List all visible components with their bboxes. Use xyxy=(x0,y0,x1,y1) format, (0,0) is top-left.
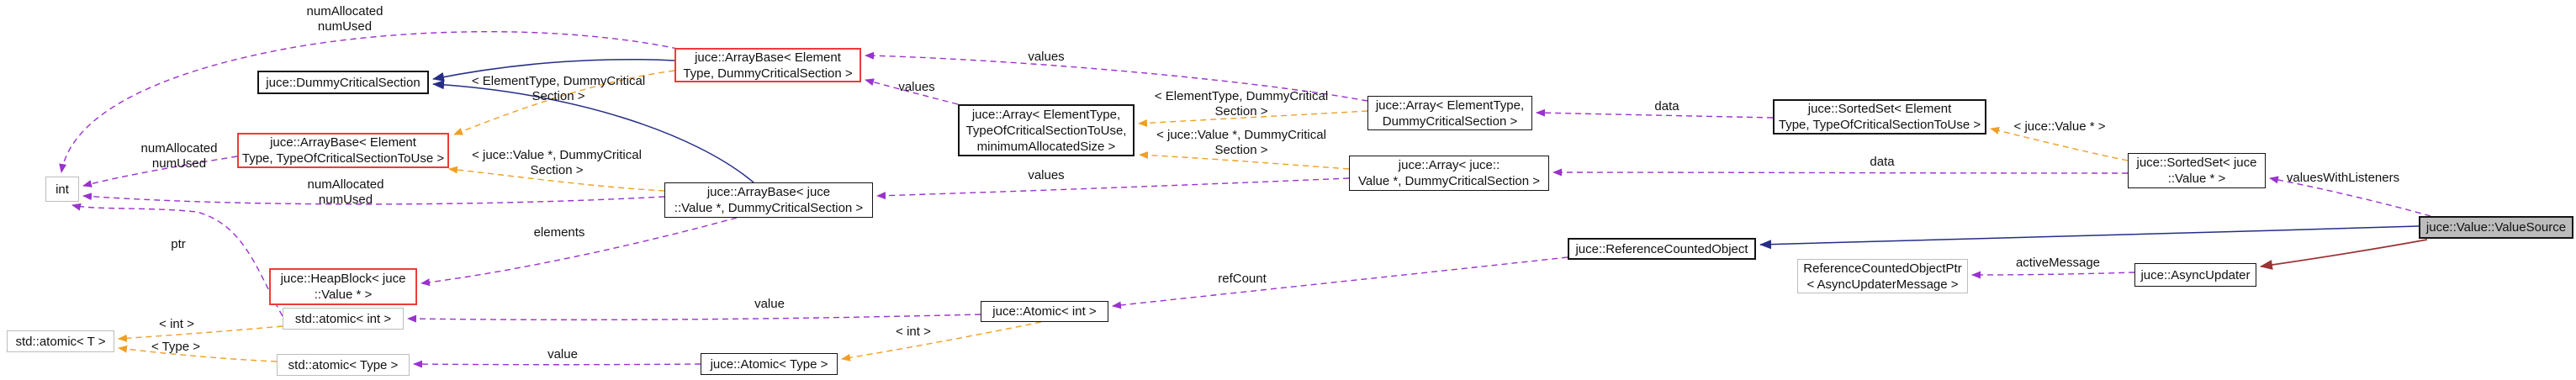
node-std-atomic-type: std::atomic< Type > xyxy=(277,354,410,376)
node-reference-counted-object-ptr[interactable]: ReferenceCountedObjectPtr < AsyncUpdater… xyxy=(1797,259,1968,293)
edge-arraybase-value-dcs--arraybase-elementtype-tocstu xyxy=(448,166,665,192)
edge-sortedset-value--sortedset-elementtype xyxy=(1990,127,2129,161)
node-array-minimumallocatedsize[interactable]: juce::Array< ElementType, TypeOfCritical… xyxy=(958,104,1135,156)
node-async-updater[interactable]: juce::AsyncUpdater xyxy=(2134,263,2256,287)
node-int: int xyxy=(45,177,79,202)
node-array-value-dcs[interactable]: juce::Array< juce:: Value *, DummyCritic… xyxy=(1349,156,1549,191)
edge-sortedset-value--array-value-dcs xyxy=(1552,168,2129,177)
edge-array-value-dcs--array-minimumallocatedsize xyxy=(1139,151,1350,170)
edge-value-valuesource--async-updater xyxy=(2260,239,2428,270)
edge-atomic-int--std-atomic-int xyxy=(407,314,981,323)
edge-arraybase-value-dcs--heapblock-value xyxy=(421,217,738,287)
node-arraybase-value-dcs[interactable]: juce::ArrayBase< juce ::Value *, DummyCr… xyxy=(664,182,873,218)
edge-atomic-type--std-atomic-type xyxy=(413,360,701,368)
node-array-elementtype-dcs[interactable]: juce::Array< ElementType, DummyCriticalS… xyxy=(1367,96,1532,130)
node-value-valuesource: juce::Value::ValueSource xyxy=(2419,216,2573,239)
node-reference-counted-object[interactable]: juce::ReferenceCountedObject xyxy=(1568,238,1756,260)
node-sortedset-elementtype[interactable]: juce::SortedSet< Element Type, TypeOfCri… xyxy=(1773,99,1986,135)
edge-std-atomic-int--std-atomic-t xyxy=(118,325,283,342)
node-atomic-int[interactable]: juce::Atomic< int > xyxy=(981,301,1108,322)
edge-arraybase-elementtype-dcs--dummy-critical-section xyxy=(432,58,675,82)
edge-reference-counted-object--atomic-int xyxy=(1112,256,1568,309)
node-std-atomic-int: std::atomic< int > xyxy=(283,308,404,330)
edge-array-value-dcs--arraybase-value-dcs xyxy=(876,177,1350,200)
node-atomic-type[interactable]: juce::Atomic< Type > xyxy=(701,353,838,375)
edge-array-elementtype-dcs--arraybase-elementtype-dcs xyxy=(865,51,1368,102)
node-arraybase-elementtype-tocstu[interactable]: juce::ArrayBase< Element Type, TypeOfCri… xyxy=(237,133,449,168)
edge-sortedset-elementtype--array-elementtype-dcs xyxy=(1536,108,1774,119)
edge-std-atomic-type--std-atomic-t xyxy=(118,345,278,362)
node-sortedset-value[interactable]: juce::SortedSet< juce ::Value * > xyxy=(2128,153,2266,188)
edge-arraybase-elementtype-dcs--arraybase-elementtype-tocstu xyxy=(453,70,675,135)
edge-array-minimumallocatedsize--arraybase-elementtype-dcs xyxy=(865,78,959,105)
edge-std-atomic-int--int xyxy=(71,203,283,317)
edge-async-updater--reference-counted-object-ptr xyxy=(1971,271,2135,279)
edge-arraybase-elementtype-dcs--int xyxy=(59,31,679,173)
edge-arraybase-elementtype-tocstu--int xyxy=(82,156,238,187)
edge-value-valuesource--sortedset-value xyxy=(2269,176,2431,217)
edge-arraybase-value-dcs--dummy-critical-section xyxy=(432,80,754,183)
edge-atomic-int--atomic-type xyxy=(841,321,1042,362)
node-dummy-critical-section[interactable]: juce::DummyCriticalSection xyxy=(257,71,429,94)
edge-arraybase-value-dcs--int xyxy=(82,193,665,205)
node-heapblock-value[interactable]: juce::HeapBlock< juce ::Value * > xyxy=(269,268,417,305)
edge-value-valuesource--reference-counted-object xyxy=(1759,225,2420,250)
edge-array-elementtype-dcs--array-minimumallocatedsize xyxy=(1138,110,1368,127)
node-std-atomic-t: std::atomic< T > xyxy=(7,330,114,352)
node-arraybase-elementtype-dcs[interactable]: juce::ArrayBase< Element Type, DummyCrit… xyxy=(674,48,861,82)
